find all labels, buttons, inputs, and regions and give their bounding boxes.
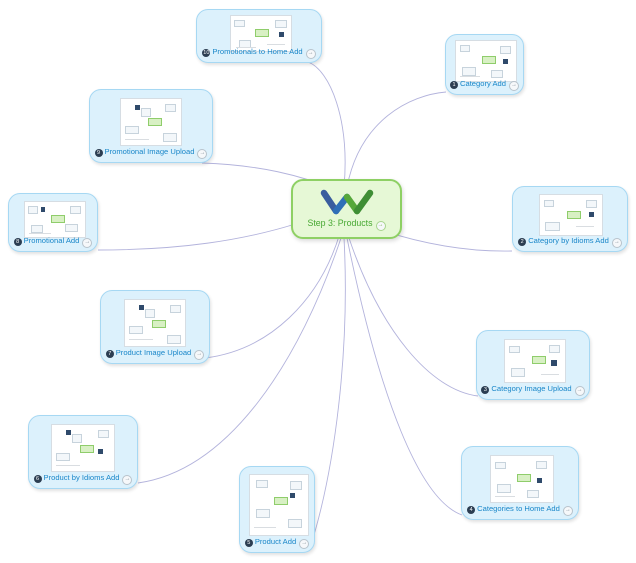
connector-product-by-idioms-add — [137, 237, 342, 484]
central-topic-link-arrow-icon[interactable]: → — [375, 221, 386, 231]
topic-label: Categories to Home Add — [477, 504, 560, 513]
topic-link-arrow-icon[interactable]: → — [299, 539, 310, 549]
topic-thumbnail — [124, 299, 186, 347]
topic-thumbnail — [504, 339, 566, 383]
topic-link-arrow-icon[interactable]: → — [509, 81, 519, 91]
topic-number-badge: 8 — [13, 238, 22, 246]
topic-thumbnail — [455, 40, 517, 82]
topic-thumbnail — [249, 474, 309, 536]
topic-label: Product by Idioms Add — [43, 473, 120, 482]
central-topic[interactable]: Step 3: Products→ — [291, 179, 402, 239]
topic-thumbnail — [120, 98, 182, 146]
topic-number-badge: 3 — [481, 386, 490, 394]
topic-number-badge: 5 — [244, 539, 253, 547]
topic-label: Category Image Upload — [491, 384, 572, 393]
topic-link-arrow-icon[interactable]: → — [574, 386, 585, 396]
topic-number-badge: 4 — [467, 506, 476, 514]
topic-link-arrow-icon[interactable]: → — [197, 149, 208, 159]
topic-number-badge: 7 — [105, 350, 114, 358]
topic-link-arrow-icon[interactable]: → — [305, 49, 316, 59]
connector-categories-to-home-add — [346, 237, 463, 516]
topic-thumbnail — [24, 201, 86, 238]
w-logo-icon — [320, 189, 374, 215]
topic-link-arrow-icon[interactable]: → — [82, 238, 93, 248]
topic-label: Category by Idioms Add — [528, 236, 609, 245]
topic-link-arrow-icon[interactable]: → — [562, 506, 573, 516]
central-topic-title: Step 3: Products — [307, 218, 373, 228]
connector-product-add — [309, 237, 346, 549]
topic-label: Product Image Upload — [115, 348, 192, 357]
topic-number-badge: 9 — [94, 149, 103, 157]
topic-number-badge: 6 — [33, 475, 42, 483]
topic-thumbnail — [230, 15, 292, 52]
topic-number-badge: 1 — [449, 81, 458, 89]
topic-link-arrow-icon[interactable]: → — [194, 350, 205, 360]
connector-category-add — [346, 91, 447, 188]
topic-label: Promotional Image Upload — [104, 147, 195, 156]
topic-number-badge: 10 — [202, 49, 211, 57]
topic-thumbnail — [490, 455, 554, 503]
topic-label: Promotional Add — [23, 236, 80, 245]
topic-label: Product Add — [254, 537, 297, 546]
connector-product-image-upload — [204, 232, 341, 359]
connector-category-image-upload — [348, 237, 479, 397]
topic-thumbnail — [51, 424, 115, 472]
topic-label: Promotionals to Home Add — [212, 47, 303, 56]
topic-number-badge: 2 — [518, 238, 527, 246]
topic-link-arrow-icon[interactable]: → — [611, 238, 622, 248]
topic-thumbnail — [539, 194, 603, 236]
connector-promotionals-to-home-add — [307, 61, 346, 188]
topic-label: Category Add — [459, 79, 506, 88]
topic-link-arrow-icon[interactable]: → — [122, 475, 133, 485]
